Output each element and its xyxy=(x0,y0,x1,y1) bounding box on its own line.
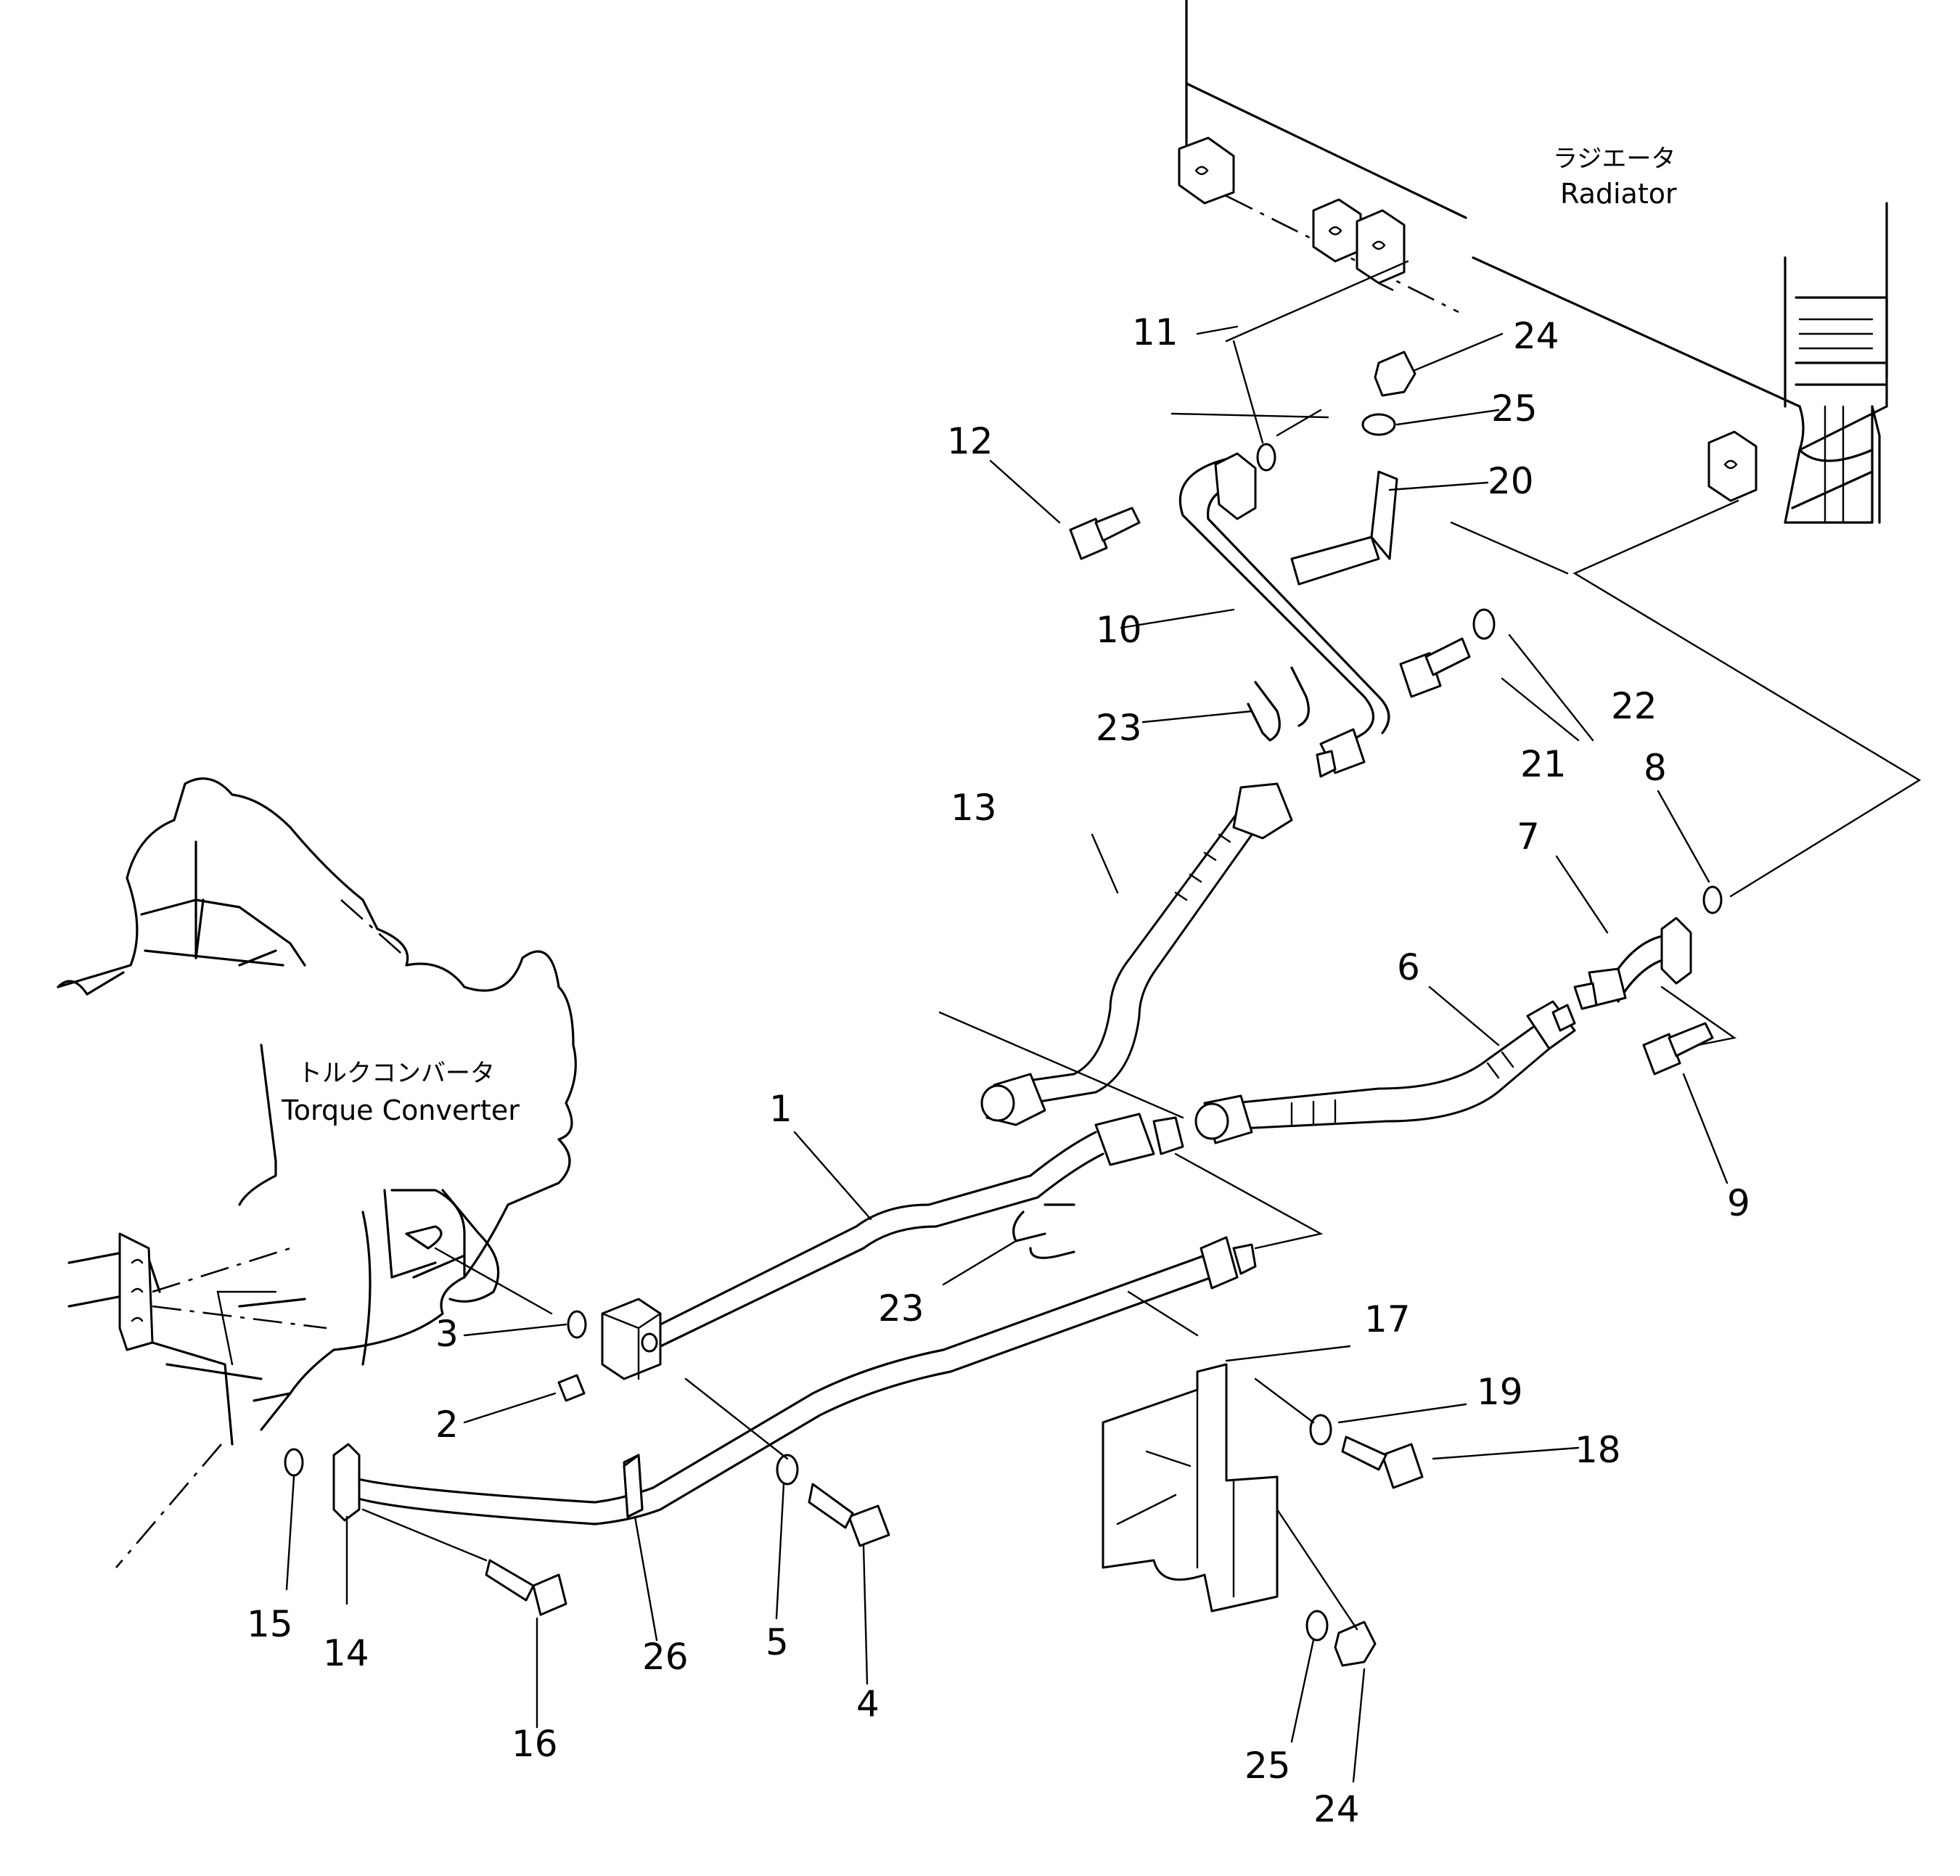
washer-22 xyxy=(1472,608,1496,640)
o-ring-3 xyxy=(567,1310,587,1339)
bolt-16 xyxy=(485,1559,567,1616)
callout-23-top: 23 xyxy=(1096,707,1142,749)
callout-19: 19 xyxy=(1477,1371,1523,1413)
callout-14: 14 xyxy=(323,1632,369,1674)
washer-5 xyxy=(776,1454,799,1486)
radiator-label-en: Radiator xyxy=(1560,178,1677,210)
u-bolt-23-middle xyxy=(1012,1203,1075,1259)
o-ring-11 xyxy=(1256,443,1276,472)
fitting-2 xyxy=(557,1374,586,1402)
washer-19 xyxy=(1309,1414,1332,1446)
callout-1: 1 xyxy=(769,1088,792,1130)
callout-2: 2 xyxy=(435,1404,459,1446)
washer-25-bottom xyxy=(1305,1610,1329,1642)
converter-label-en: Torque Converter xyxy=(281,1094,520,1126)
callout-numbers: 1 2 3 4 5 6 7 8 9 10 11 12 13 14 15 16 1… xyxy=(247,311,1750,1830)
o-ring-8 xyxy=(1702,885,1723,914)
radiator: ラジエータ Radiator xyxy=(1178,0,1888,524)
hose-13 xyxy=(980,782,1293,1126)
clamp-26 xyxy=(623,1454,644,1518)
radiator-label-jp: ラジエータ xyxy=(1553,144,1676,173)
callout-22: 22 xyxy=(1611,685,1657,727)
pipe-1 xyxy=(652,1113,1184,1351)
pipe-10 xyxy=(1178,452,1390,778)
callout-7: 7 xyxy=(1517,816,1540,858)
bolt-18 xyxy=(1341,1435,1424,1489)
callout-24-top: 24 xyxy=(1513,315,1559,357)
torque-converter: トルクコンバータ Torque Converter xyxy=(57,777,577,1568)
callout-4: 4 xyxy=(856,1683,879,1725)
callout-5: 5 xyxy=(766,1621,789,1663)
block-2 xyxy=(601,1298,662,1380)
washer-25-top xyxy=(1361,413,1396,436)
bolt-4 xyxy=(808,1483,890,1547)
elbow-7 xyxy=(1573,917,1692,1010)
callout-16: 16 xyxy=(512,1723,558,1765)
o-ring-15 xyxy=(284,1448,304,1477)
callout-6: 6 xyxy=(1397,946,1420,988)
callout-17: 17 xyxy=(1364,1298,1411,1340)
bracket-17 xyxy=(1102,1363,1279,1613)
callout-13: 13 xyxy=(951,787,997,829)
bolt-21 xyxy=(1399,637,1471,698)
bolt-12 xyxy=(1069,507,1141,560)
u-bolt-23-top xyxy=(1247,666,1310,742)
nut-24-top xyxy=(1374,351,1416,397)
callout-21: 21 xyxy=(1520,743,1567,785)
callout-23-middle: 23 xyxy=(878,1287,924,1330)
callout-25-top: 25 xyxy=(1491,388,1538,430)
callout-24-bottom: 24 xyxy=(1313,1788,1360,1830)
callout-26: 26 xyxy=(642,1636,689,1678)
clamp-20 xyxy=(1290,470,1398,586)
converter-label-jp: トルクコンバータ xyxy=(298,1059,495,1088)
callout-3: 3 xyxy=(435,1313,459,1355)
leader-lines xyxy=(216,260,1922,1783)
callout-15: 15 xyxy=(247,1603,293,1645)
callout-11: 11 xyxy=(1132,311,1178,353)
callout-18: 18 xyxy=(1575,1429,1621,1471)
bolt-9 xyxy=(1642,1022,1714,1076)
callout-9: 9 xyxy=(1727,1182,1750,1224)
callout-12: 12 xyxy=(947,420,993,462)
callout-25-bottom: 25 xyxy=(1245,1745,1291,1787)
callout-8: 8 xyxy=(1644,747,1667,789)
nut-24-bottom xyxy=(1334,1621,1377,1667)
callout-10: 10 xyxy=(1096,609,1142,651)
callout-20: 20 xyxy=(1488,460,1534,502)
hose-6 xyxy=(1194,1000,1576,1144)
